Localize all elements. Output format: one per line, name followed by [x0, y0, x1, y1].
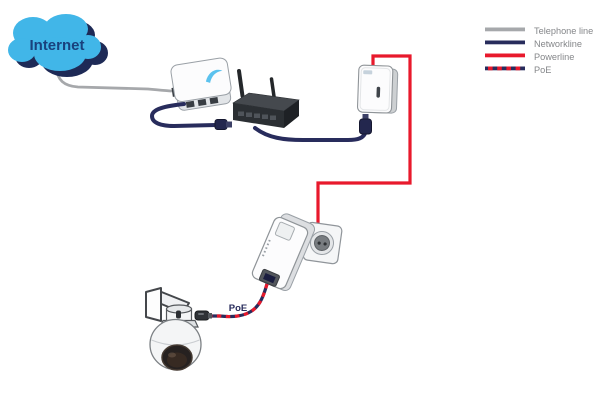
cloud-body	[8, 14, 101, 71]
legend-label-powerline: Powerline	[534, 52, 574, 62]
legend-row-poe: PoE	[485, 65, 551, 75]
powerline-cable	[316, 54, 412, 226]
legend-row-powerline: Powerline	[485, 52, 574, 62]
dome-camera-icon	[145, 287, 202, 371]
poe-cable: PoE	[194, 283, 269, 321]
modem-logo-swoosh	[205, 69, 223, 83]
poe-plug-icon	[194, 310, 210, 321]
legend-swatch-poe	[485, 66, 525, 71]
router-front-ports	[238, 111, 276, 120]
dsl-modem-icon	[170, 57, 232, 111]
adapter-led	[376, 86, 381, 98]
legend-label-telephone: Telephone line	[534, 26, 593, 36]
adapter-side-text	[261, 239, 271, 257]
router-antenna-left	[237, 69, 245, 98]
rj45-plug-tip	[226, 121, 232, 128]
legend-label-network: Networkline	[534, 39, 582, 49]
rj45-plug-icon	[359, 118, 372, 135]
poe-cable-label: PoE	[229, 303, 247, 314]
poe-powerline-adapter-icon	[251, 213, 316, 291]
wireless-router-icon	[232, 69, 300, 128]
legend-label-poe: PoE	[534, 65, 551, 75]
adapter-logo	[363, 70, 373, 75]
telephone-line	[55, 66, 173, 93]
internet-cloud-icon: Internet	[8, 14, 108, 77]
legend-row-network: Networkline	[485, 39, 582, 49]
network-cable-router-adapter	[253, 114, 372, 142]
legend-swatch-network	[485, 40, 525, 45]
legend-swatch-telephone	[485, 27, 525, 32]
legend-swatch-poe-dashes	[488, 66, 521, 71]
rj45-plug-tip	[362, 114, 369, 121]
legend-row-telephone: Telephone line	[485, 26, 593, 36]
legend-swatch-powerline	[485, 53, 525, 58]
camera-neck-slot	[176, 310, 181, 319]
powerline-adapter-icon	[356, 64, 399, 114]
adapter-window	[274, 221, 295, 241]
network-cable-modem-router	[149, 102, 232, 130]
modem-port	[185, 100, 195, 108]
legend: Telephone line Networkline Powerline PoE	[485, 26, 593, 75]
rj45-plug-icon	[214, 119, 228, 130]
internet-label: Internet	[29, 37, 84, 54]
modem-port	[209, 96, 219, 105]
camera-wall-plate	[145, 287, 162, 322]
modem-port	[197, 98, 207, 107]
